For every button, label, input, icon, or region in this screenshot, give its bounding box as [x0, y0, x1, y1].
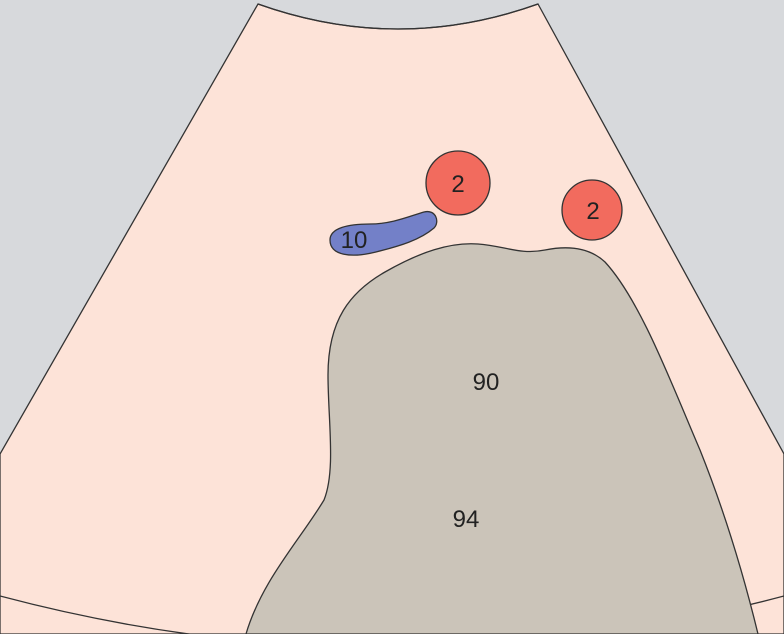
- organ-upper-label: 90: [473, 369, 500, 396]
- organ-lower-label: 94: [453, 506, 480, 533]
- vein-label: 10: [341, 227, 368, 254]
- artery-right-label: 2: [586, 198, 599, 225]
- artery-left-label: 2: [451, 171, 464, 198]
